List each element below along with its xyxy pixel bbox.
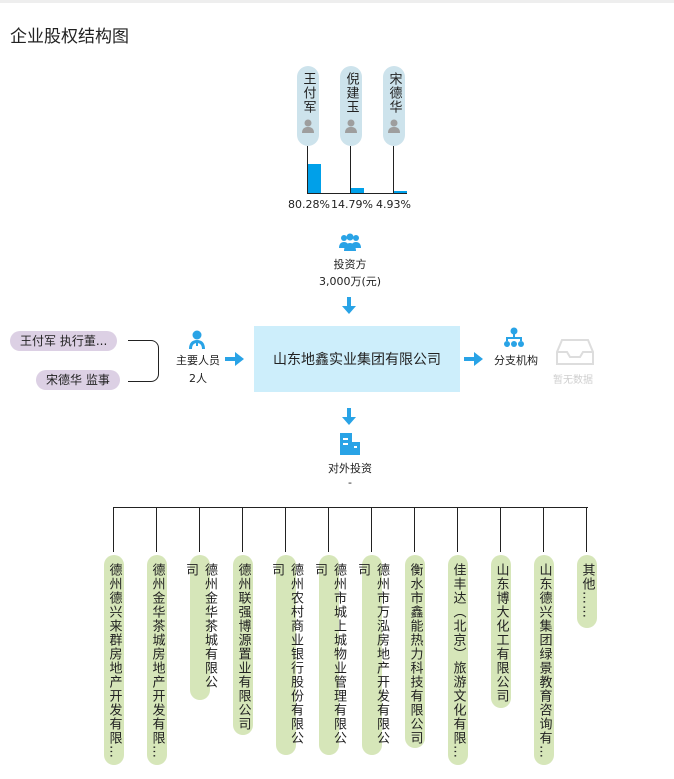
shareholder-line [307,146,308,194]
subsidiary-name: 德州德兴来群房地产开发有限… [106,563,122,759]
branches-empty-text: 暂无数据 [553,375,593,386]
arrow-down-icon [341,297,357,319]
subsidiary-name: 佳丰达（北京）旅游文化有限… [450,563,466,759]
shareholder-pill[interactable]: 王付军 [297,66,319,146]
shareholder-percent: 14.79% [331,198,373,211]
building-icon [340,433,360,459]
person-icon [188,330,206,354]
shareholder-line [393,146,394,194]
investors-icon [338,232,362,256]
shareholder-pill[interactable]: 宋德华 [383,66,405,146]
shareholder-name: 倪建玉 [343,72,359,114]
arrow-right-icon [225,351,245,370]
top-border [0,0,674,3]
shareholder-name: 王付军 [300,72,316,114]
investors-amount: 3,000万(元) [318,275,382,288]
subsidiary-pill[interactable]: 德州金华茶城有限公司 [183,555,217,700]
subsidiary-pill[interactable]: 佳丰达（北京）旅游文化有限… [448,555,468,765]
subsidiary-name: 其他…… [579,563,595,619]
subsidiary-line [457,507,458,552]
shareholder-percent: 80.28% [288,198,330,211]
person-pill[interactable]: 宋德华 监事 [36,370,120,390]
shareholder-name: 宋德华 [386,72,402,114]
subsidiary-pill[interactable]: 德州联强博源置业有限公司 [233,555,253,735]
personnel-count: 2人 [189,372,207,385]
empty-inbox-icon [556,338,594,370]
subsidiary-name: 德州联强博源置业有限公司 [235,563,251,731]
subsidiary-line [371,507,372,552]
org-tree-icon [503,327,525,353]
person-icon [388,118,400,137]
shareholder-share-bar [308,164,321,193]
subsidiary-name: 衡水市鑫能热力科技有限公司 [407,563,423,745]
shareholder-percent: 4.93% [376,198,411,211]
subsidiary-pill[interactable]: 山东德兴集团绿景教育咨询有… [534,555,554,765]
subsidiary-line [285,507,286,552]
subsidiary-line [414,507,415,552]
subsidiary-pill[interactable]: 德州农村商业银行股份有限公司 [269,555,303,755]
person-icon [345,118,357,137]
subsidiary-line [156,507,157,552]
branches-label: 分支机构 [494,354,538,367]
subsidiary-pill[interactable]: 德州市城上城物业管理有限公司 [312,555,346,755]
subsidiary-name: 德州金华茶城有限公司 [183,563,217,689]
shareholder-line [350,146,351,194]
subsidiary-name: 德州金华茶城房地产开发有限… [149,563,165,759]
subsidiary-name: 山东德兴集团绿景教育咨询有… [536,563,552,759]
arrow-right-icon [464,351,484,370]
subsidiary-name: 德州市万泓房地产开发有限公司 [355,563,389,745]
subsidiary-name: 德州市城上城物业管理有限公司 [312,563,346,745]
subsidiary-line [328,507,329,552]
subsidiary-pill[interactable]: 德州金华茶城房地产开发有限… [147,555,167,765]
personnel-bracket [128,340,159,382]
personnel-label: 主要人员 [176,354,220,367]
arrow-down-icon [341,408,357,430]
subsidiary-name: 山东博大化工有限公司 [493,563,509,703]
subsidiary-line [199,507,200,552]
company-box[interactable]: 山东地鑫实业集团有限公司 [254,326,460,392]
shareholder-share-bar [394,191,407,193]
subsidiary-name: 德州农村商业银行股份有限公司 [269,563,303,745]
subsidiary-line [586,507,587,552]
subsidiary-line [113,507,114,552]
subsidiary-pill[interactable]: 德州德兴来群房地产开发有限… [104,555,124,765]
shareholder-pill[interactable]: 倪建玉 [340,66,362,146]
subsidiary-pill[interactable]: 山东博大化工有限公司 [491,555,511,708]
subsidiary-connector [113,507,588,508]
subsidiary-line [543,507,544,552]
shareholder-baseline [307,193,407,194]
subsidiary-line [242,507,243,552]
person-pill[interactable]: 王付军 执行董... [10,331,118,351]
outbound-label: 对外投资 [328,462,372,475]
subsidiary-pill[interactable]: 德州市万泓房地产开发有限公司 [355,555,389,755]
subsidiary-pill[interactable]: 衡水市鑫能热力科技有限公司 [405,555,425,748]
shareholder-share-bar [351,187,364,193]
outbound-amount: - [348,476,352,489]
person-icon [302,118,314,137]
investors-label: 投资方 [333,258,367,271]
subsidiary-line [500,507,501,552]
subsidiary-pill[interactable]: 其他…… [577,555,597,628]
page-title: 企业股权结构图 [10,27,129,47]
